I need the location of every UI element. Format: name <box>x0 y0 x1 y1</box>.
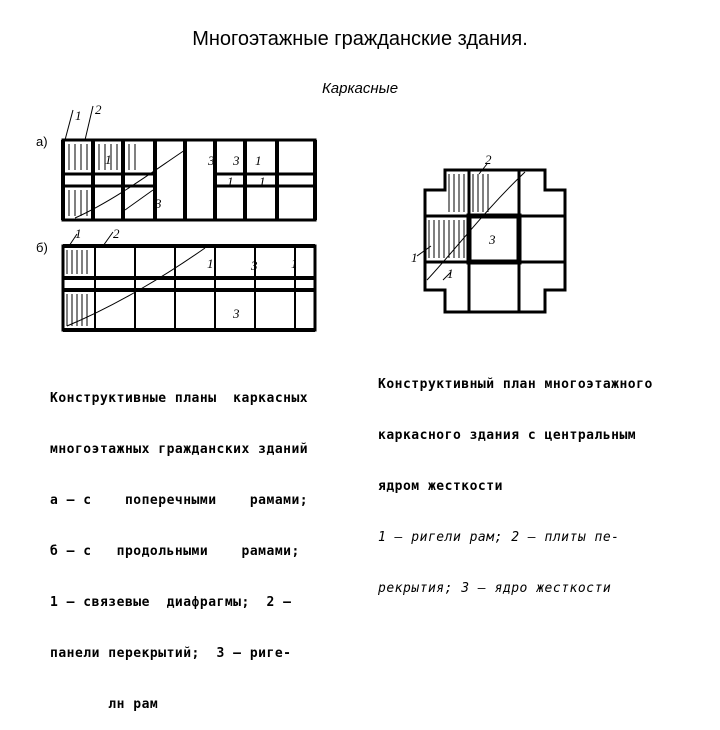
core-plan-number-2: 2 <box>485 152 492 167</box>
plan-b-hatching <box>66 250 88 326</box>
plan-label-a: а) <box>36 134 48 149</box>
left-caption-line-5: 1 — связевые диафрагмы; 2 — <box>50 595 292 610</box>
core-plan-number-1b: 1 <box>447 266 454 281</box>
plan-a-longitudinal-ribs <box>63 172 315 188</box>
left-caption-line-4: б — с продольными рамами; <box>50 544 300 559</box>
core-plan-number-1: 1 <box>411 250 418 265</box>
plan-a-number-1c: 1 <box>255 153 262 168</box>
plan-b-break-line <box>66 247 206 327</box>
plan-b-number-1: 1 <box>75 226 82 241</box>
right-caption-line-3: ядром жесткости <box>378 479 503 494</box>
core-plan-stiffness-core <box>466 213 522 265</box>
page-title: Многоэтажные гражданские здания. <box>192 28 528 50</box>
plan-a-break-line <box>74 149 186 219</box>
core-plan-hatching <box>428 174 489 258</box>
plan-b-number-1c: 1 <box>291 256 298 271</box>
plan-b-longitudinal-frames <box>63 244 315 332</box>
plan-label-b: б) <box>36 240 48 255</box>
core-plan-number-3: 3 <box>488 232 496 247</box>
left-caption: Конструктивные планы каркасных многоэтаж… <box>50 356 308 730</box>
right-caption-line-4: 1 — ригели рам; 2 — плиты пе- <box>378 530 620 545</box>
plan-b-number-1b: 1 <box>207 256 214 271</box>
left-caption-line-6: панели перекрытий; 3 — ригe- <box>50 646 292 661</box>
plan-a-number-3: 3 <box>154 196 162 211</box>
core-plan-drawing: 2 1 1 3 <box>411 152 567 314</box>
plan-a-number-3b: 3 <box>207 153 215 168</box>
plan-a-number-1e: 1 <box>259 174 266 189</box>
left-caption-line-1: Конструктивные планы каркасных <box>50 391 309 406</box>
page-subtitle: Каркасные <box>321 80 399 97</box>
right-caption-line-5: рекрытия; 3 — ядро жесткости <box>378 581 612 596</box>
plan-a-number-1: 1 <box>75 108 82 123</box>
plan-a-number-2: 2 <box>95 102 102 117</box>
left-caption-line-7: лн рам <box>50 697 159 712</box>
plan-b-number-2: 2 <box>113 226 120 241</box>
plan-b-drawing: 1 2 1 3 1 3 <box>61 226 317 332</box>
plan-b-columns <box>94 246 296 330</box>
right-caption-line-2: каркасного здания с центральным <box>378 428 637 443</box>
plan-a-transverse-frames <box>61 140 317 220</box>
plan-a-hatching <box>68 144 136 216</box>
core-plan-outline <box>423 168 567 314</box>
right-caption-line-1: Конструктивный план многоэтажного <box>378 377 653 392</box>
left-caption-line-2: многоэтажных гражданских зданий <box>50 442 309 457</box>
plan-a-number-1d: 1 <box>227 174 234 189</box>
core-plan-break-line <box>426 171 526 281</box>
plan-b-number-3b: 3 <box>232 306 240 321</box>
plan-a-number-3c: 3 <box>232 153 240 168</box>
plan-a-drawing: 1 2 1 3 3 3 1 1 1 <box>61 102 317 222</box>
right-caption: Конструктивный план многоэтажного каркас… <box>378 342 653 614</box>
plan-a-number-1b: 1 <box>105 152 112 167</box>
plan-b-number-3: 3 <box>250 258 258 273</box>
left-caption-line-3: а — с поперечными рамами; <box>50 493 309 508</box>
